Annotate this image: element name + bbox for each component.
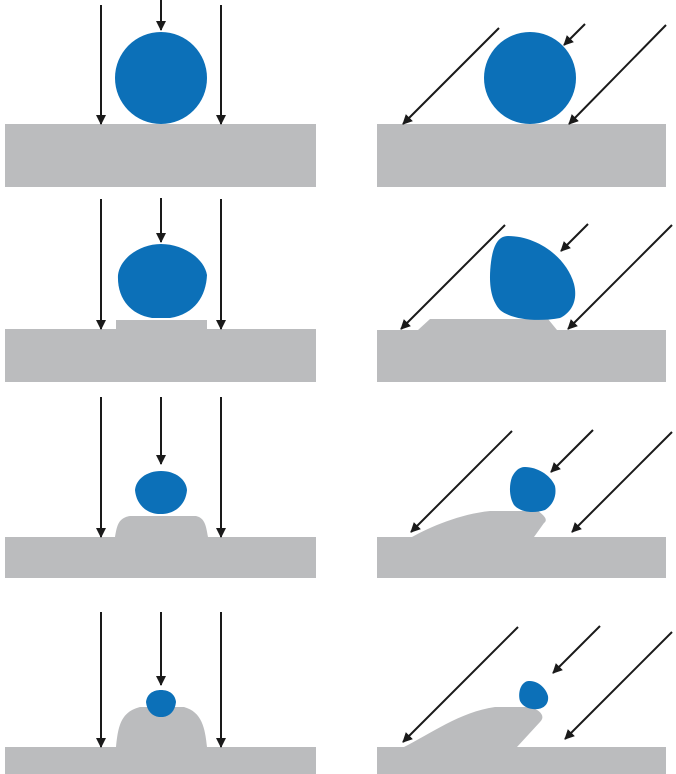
panel-normal-stage-1 [5,0,316,187]
incidence-arrow [563,23,586,46]
panel-oblique-stage-1 [377,23,667,187]
panel-oblique-stage-4 [377,625,673,774]
particle [117,244,207,318]
substrate [5,707,316,774]
substrate [5,516,316,578]
panel-normal-stage-2 [5,198,316,382]
substrate [377,319,666,382]
panel-normal-stage-3 [5,397,316,578]
panel-normal-stage-4 [5,612,316,774]
incidence-arrow [550,429,594,473]
particle [146,690,176,717]
substrate [5,320,316,382]
particle [509,467,556,513]
particle [115,32,207,124]
particle [135,471,187,514]
incidence-arrow [564,631,673,740]
substrate [377,511,666,578]
incidence-arrow [552,625,601,674]
panel-oblique-stage-2 [377,223,673,382]
substrate [377,707,666,774]
incidence-arrow [402,27,500,125]
incidence-arrow [571,431,673,533]
incidence-arrow [400,224,506,330]
panel-oblique-stage-3 [377,429,673,578]
incidence-arrow [402,626,519,743]
particle [519,681,549,710]
particle [484,32,576,124]
substrate [5,124,316,187]
incidence-arrow [568,24,667,125]
incidence-arrow [567,224,673,330]
substrate [377,124,666,187]
particle [489,236,576,320]
incidence-arrow [560,223,589,252]
incidence-arrow [410,430,513,533]
